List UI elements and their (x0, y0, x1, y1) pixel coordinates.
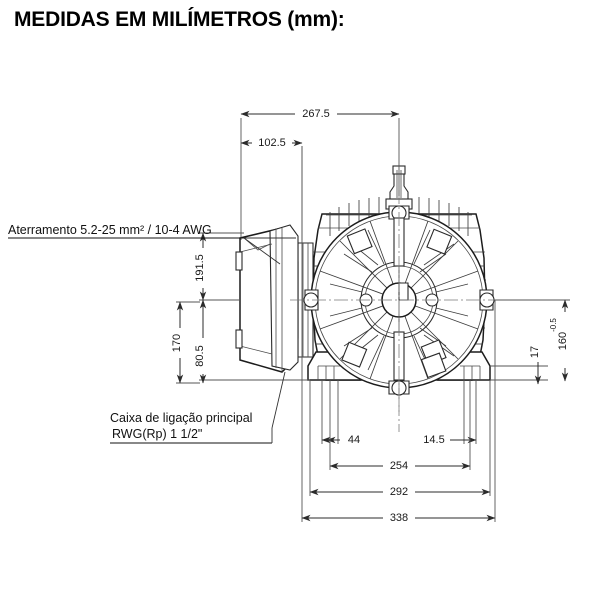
dimension-17: 17 (490, 340, 548, 385)
corner-pads (341, 228, 453, 379)
terminal-box-note: Caixa de ligação principal RWG(Rp) 1 1/2… (110, 371, 286, 444)
terminal-box-note-line1: Caixa de ligação principal (110, 411, 252, 425)
flange-lugs (303, 205, 495, 396)
dimension-label-160-tolerance: -0.5 (549, 318, 558, 332)
dimension-label-338: 338 (390, 512, 408, 524)
dimension-170: 170 (171, 301, 200, 384)
grounding-note-text: Aterramento 5.2-25 mm² / 10-4 AWG (8, 223, 212, 237)
motor-assembly (235, 165, 510, 432)
grounding-note: Aterramento 5.2-25 mm² / 10-4 AWG (8, 223, 296, 265)
page-title: MEDIDAS EM MILÍMETROS (mm): (14, 8, 345, 31)
dimension-label-44: 44 (348, 434, 360, 446)
dimension-44: 44 (321, 380, 368, 447)
dimension-338: 338 (301, 146, 496, 525)
dimension-label-17: 17 (529, 346, 541, 358)
dimension-160: 160 -0.5 (494, 299, 575, 382)
dimension-label-170: 170 (171, 334, 183, 352)
dimension-label-102-5: 102.5 (258, 137, 286, 149)
terminal-box-note-line2: RWG(Rp) 1 1/2" (112, 427, 202, 441)
dimension-80-5: 80.5 (194, 299, 310, 384)
dimension-292: 292 (309, 380, 491, 499)
dimension-label-80-5: 80.5 (194, 345, 206, 366)
dimension-label-14-5: 14.5 (423, 434, 444, 446)
dimension-label-160: 160 (557, 332, 569, 350)
dimension-267-5: 267.5 (240, 105, 400, 240)
dimension-14-5: 14.5 (418, 380, 477, 447)
centerlines (290, 190, 510, 432)
dimension-254: 254 (329, 380, 471, 473)
dimension-102-5: 102.5 (240, 134, 303, 240)
dimension-label-267-5: 267.5 (302, 108, 330, 120)
terminal-box (235, 224, 299, 373)
dimension-label-292: 292 (390, 486, 408, 498)
dimension-label-191-5: 191.5 (194, 254, 206, 282)
dimension-label-254: 254 (390, 460, 408, 472)
